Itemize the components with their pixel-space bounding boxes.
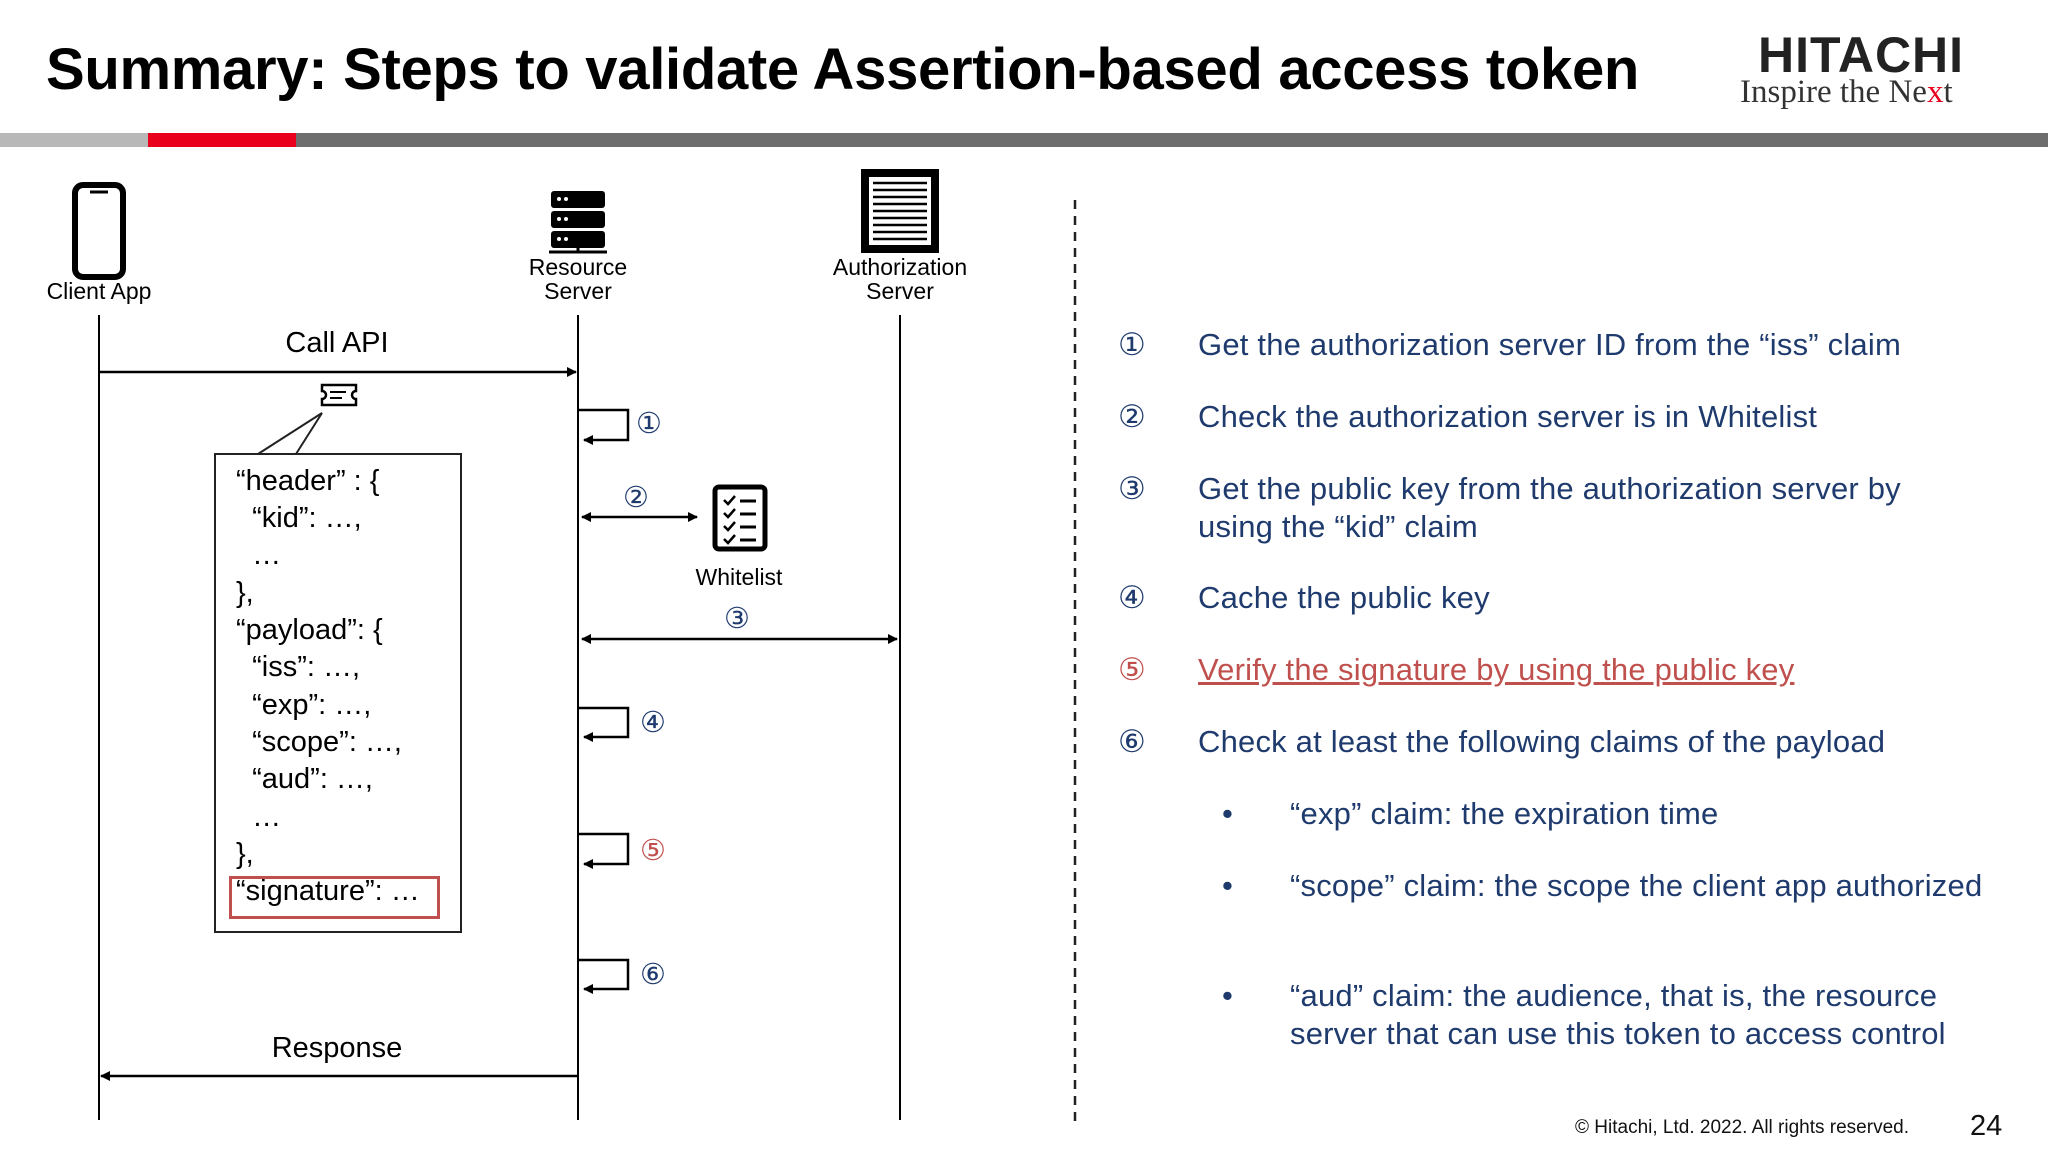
whitelist-label: Whitelist <box>696 564 784 590</box>
checklist-icon <box>712 484 768 552</box>
diagram-marker-6: ⑥ <box>640 957 666 991</box>
token-json-line: “exp”: …, <box>236 689 372 721</box>
token-json-line: “iss”: …, <box>236 651 361 683</box>
page-number: 24 <box>1970 1110 2003 1142</box>
token-json-line: “header” : { <box>236 465 380 497</box>
step-number: ② <box>1118 399 1146 435</box>
token-json-callout: “header” : { “kid”: …, … }, “payload”: {… <box>214 453 462 933</box>
callout-tail <box>257 412 323 455</box>
token-json-line: … <box>236 539 282 571</box>
token-json-line: “payload”: { <box>236 614 383 646</box>
logo-name: HITACHI <box>1758 27 1965 83</box>
diagram-marker-2: ② <box>623 480 649 514</box>
step-text: Get the public key from the authorizatio… <box>1198 471 1901 544</box>
smartphone-icon <box>72 182 126 280</box>
step6-self-arrow <box>578 958 630 994</box>
response-label: Response <box>272 1032 403 1064</box>
step1-self-arrow <box>578 408 630 445</box>
server-rack-icon <box>549 191 607 254</box>
step-text: Verify the signature by using the public… <box>1198 652 1795 687</box>
call-api-label: Call API <box>285 327 388 359</box>
step-number: ① <box>1118 327 1146 363</box>
title-divider-bar <box>0 133 2048 147</box>
tagline-part-c: t <box>1943 74 1953 110</box>
divider-red-segment <box>148 133 296 147</box>
token-json-line: “aud”: …, <box>236 763 373 795</box>
logo-tagline: Inspire the Next <box>1740 74 1953 111</box>
step5-self-arrow <box>578 832 630 869</box>
bullet-dot: • <box>1222 868 1233 903</box>
diagram-marker-1: ① <box>636 406 662 440</box>
page-title: Summary: Steps to validate Assertion-bas… <box>46 37 1640 102</box>
diagram-marker-5: ⑤ <box>640 833 666 867</box>
server-cabinet-icon <box>861 169 939 253</box>
authorization-server-label-line2: Server <box>866 278 934 304</box>
step-text: Cache the public key <box>1198 580 1490 615</box>
step-number: ③ <box>1118 471 1146 507</box>
bullet-dot: • <box>1222 978 1233 1013</box>
sub-bullet-text: “exp” claim: the expiration time <box>1290 796 1719 831</box>
token-json-line: }, <box>236 577 254 609</box>
diagram-marker-3: ③ <box>724 601 750 635</box>
bullet-dot: • <box>1222 796 1233 831</box>
resource-server-label-line2: Server <box>544 278 612 304</box>
divider-light-segment <box>0 133 148 147</box>
copyright-notice: © Hitachi, Ltd. 2022. All rights reserve… <box>1575 1117 1909 1138</box>
step-text: Get the authorization server ID from the… <box>1198 327 1901 362</box>
ticket-icon <box>320 383 358 407</box>
step-number: ⑥ <box>1118 724 1146 760</box>
client-app-label: Client App <box>47 278 152 304</box>
step-text: Check the authorization server is in Whi… <box>1198 399 1818 434</box>
authorization-server-label-line1: Authorization <box>833 254 967 280</box>
token-json-line: “kid”: …, <box>236 502 362 534</box>
token-json-line: … <box>236 801 282 833</box>
token-json-line: }, <box>236 838 254 870</box>
step4-self-arrow <box>578 706 630 742</box>
tagline-part-b: x <box>1926 74 1944 110</box>
token-json-line: “scope”: …, <box>236 726 402 758</box>
diagram-marker-4: ④ <box>640 705 666 739</box>
sub-bullet-text: “scope” claim: the scope the client app … <box>1290 868 1983 903</box>
sub-bullet-text: “aud” claim: the audience, that is, the … <box>1290 978 1946 1051</box>
tagline-part-a: Inspire the Ne <box>1740 74 1927 110</box>
token-json-signature-line: “signature”: … <box>236 875 420 907</box>
resource-server-label-line1: Resource <box>529 254 627 280</box>
signature-highlight-box <box>229 876 440 919</box>
step-number: ④ <box>1118 580 1146 616</box>
step-number: ⑤ <box>1118 652 1146 688</box>
step-text: Check at least the following claims of t… <box>1198 724 1886 759</box>
